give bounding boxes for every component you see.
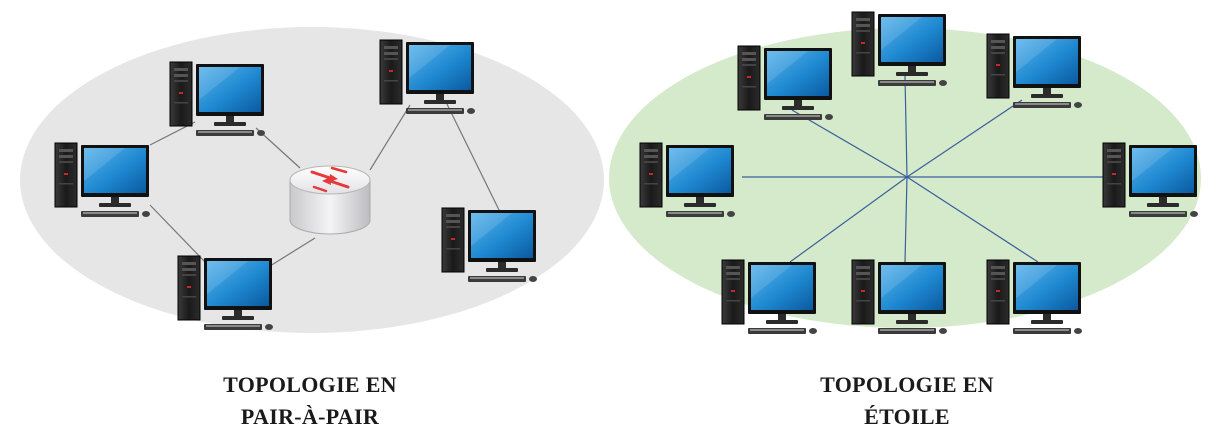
peer-to-peer-caption-line1: TOPOLOGIE EN [223, 372, 397, 397]
star-caption-line2: ÉTOILE [864, 404, 950, 429]
star-caption-line1: TOPOLOGIE EN [820, 372, 994, 397]
peer-to-peer-caption: TOPOLOGIE EN PAIR-À-PAIR [160, 369, 460, 433]
peer-to-peer-caption-line2: PAIR-À-PAIR [240, 404, 380, 429]
star-caption: TOPOLOGIE EN ÉTOILE [757, 369, 1057, 433]
peer-to-peer-diagram [20, 27, 604, 333]
router-icon [289, 165, 371, 235]
star-diagram [609, 11, 1201, 335]
computer-icon [986, 259, 1083, 335]
computer-icon [721, 259, 818, 335]
star-links [742, 75, 1104, 263]
